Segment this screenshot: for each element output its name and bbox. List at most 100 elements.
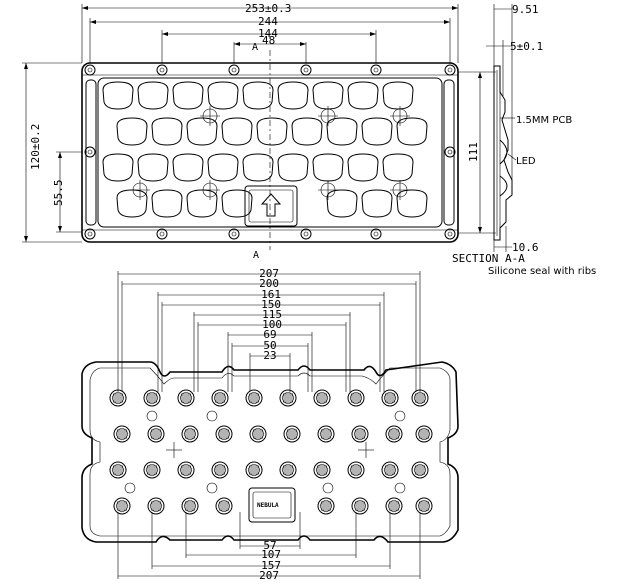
led-module [279,461,297,479]
dim-label: 115 [262,308,282,321]
dim-width-48: 48 [262,34,275,47]
dim-height-111: 111 [467,142,480,162]
dim-section-bottom: 10.6 [512,241,539,254]
led-module [415,425,433,443]
lens [312,153,344,182]
lens [361,117,393,146]
dim-label: 200 [259,277,279,290]
lens [396,189,428,218]
top-view: A A 253±0.3 244 144 48 120±0.2 55.5 [22,2,496,261]
led-module [385,425,403,443]
led-module [381,461,399,479]
mounting-holes [84,64,456,240]
lens [361,189,393,218]
led-module [215,497,233,515]
lens [396,117,428,146]
led-module [347,461,365,479]
led-module [279,389,297,407]
led-module [215,425,233,443]
lens [186,189,218,218]
led-module [113,425,131,443]
led-module [313,389,331,407]
mounting-hole [156,64,168,76]
dim-label: 161 [261,288,281,301]
led-module [181,425,199,443]
dim-width-overall: 253±0.3 [245,2,291,15]
bottom-view-outline [81,361,459,543]
led-module [143,389,161,407]
dim-width-144: 144 [258,27,278,40]
dim-label: 50 [263,339,276,352]
led-module [245,461,263,479]
lens [116,117,148,146]
small-hole [394,410,406,422]
led-module [313,461,331,479]
lens [137,153,169,182]
mounting-hole [370,64,382,76]
led-module [109,389,127,407]
led-module [109,461,127,479]
lens [207,153,239,182]
lens [221,189,253,218]
dim-label: 207 [259,569,279,582]
lens [116,189,148,218]
section-marker-bottom: A [253,250,259,261]
mounting-hole [228,228,240,240]
lens [172,81,204,110]
led-module [177,461,195,479]
lens [312,81,344,110]
lens [172,153,204,182]
small-hole [206,482,218,494]
led-module [351,425,369,443]
dim-label: 150 [261,298,281,311]
led-module [211,389,229,407]
led-module [143,461,161,479]
mounting-hole [370,228,382,240]
label-pcb: 1.5MM PCB [516,115,572,126]
lens [137,81,169,110]
led-module [283,425,301,443]
right-flange [443,79,455,226]
led-array [109,389,433,515]
crosshair-left [166,442,182,458]
dim-label: 69 [263,328,276,341]
led-module [385,497,403,515]
mounting-hole [84,228,96,240]
dim-label: 100 [262,318,282,331]
left-flange [85,79,97,226]
lens-array [102,81,428,218]
dim-label: 57 [263,539,276,552]
section-marker-top: A [252,42,258,53]
label-led: LED [516,156,536,167]
mounting-hole [84,64,96,76]
dim-section-5: 5±0.1 [510,40,543,53]
lens [242,81,274,110]
led-module [347,389,365,407]
led-module [177,389,195,407]
lens [347,81,379,110]
led-module [317,497,335,515]
crosshair-right [358,442,374,458]
led-module [411,461,429,479]
mounting-hole [444,228,456,240]
lens [291,117,323,146]
lens [277,153,309,182]
led-module [351,497,369,515]
lens [326,117,358,146]
led-module [411,389,429,407]
lens [207,81,239,110]
lens [151,189,183,218]
lens [221,117,253,146]
lens [102,81,134,110]
small-hole [206,410,218,422]
mounting-hole [444,64,456,76]
mounting-hole [444,146,456,158]
section-title: SECTION A-A [452,252,525,265]
small-hole [322,482,334,494]
lens [326,189,358,218]
lens [186,117,218,146]
dim-label: 157 [261,559,281,572]
led-module [381,389,399,407]
